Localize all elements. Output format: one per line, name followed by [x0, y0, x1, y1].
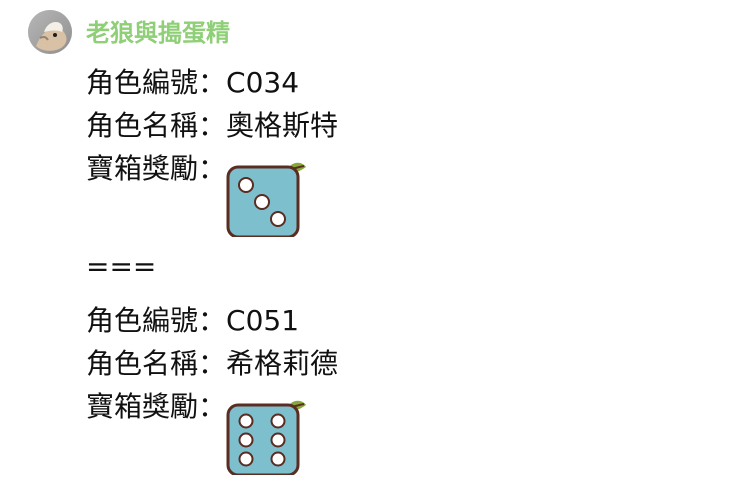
- treasure-reward-row: 寶箱獎勵：: [86, 385, 646, 477]
- character-id-value: C051: [226, 304, 300, 337]
- treasure-reward-row: 寶箱獎勵：: [86, 147, 646, 239]
- reward-entry-c051: 角色編號： C051 角色名稱： 希格莉德 寶箱獎勵：: [86, 299, 646, 477]
- reward-entry-c034: 角色編號： C034 角色名稱： 奧格斯特 寶箱獎勵：: [86, 61, 646, 239]
- character-id-row: 角色編號： C034: [86, 61, 646, 104]
- character-name-row: 角色名稱： 希格莉德: [86, 342, 646, 385]
- chat-message: 角色編號： C034 角色名稱： 奧格斯特 寶箱獎勵：: [86, 61, 646, 477]
- dice-three-svg: [226, 162, 307, 239]
- dice-six-icon[interactable]: [226, 395, 307, 477]
- character-name-label: 角色名稱：: [86, 109, 227, 142]
- character-name-label: 角色名稱：: [86, 347, 227, 380]
- treasure-reward-label: 寶箱獎勵：: [86, 152, 227, 185]
- treasure-reward-label: 寶箱獎勵：: [86, 390, 227, 423]
- character-id-value: C034: [226, 66, 300, 99]
- character-id-label: 角色編號：: [86, 66, 227, 99]
- message-separator: ===: [86, 250, 157, 283]
- character-id-label: 角色編號：: [86, 304, 227, 337]
- wolf-photo-avatar-icon: [28, 10, 72, 54]
- character-id-row: 角色編號： C051: [86, 299, 646, 342]
- dice-three-icon[interactable]: [226, 157, 307, 239]
- character-name-value: 希格莉德: [226, 347, 339, 380]
- dice-six-svg: [226, 400, 307, 477]
- sender-name[interactable]: 老狼與搗蛋精: [86, 19, 230, 47]
- sender-avatar[interactable]: [28, 10, 72, 54]
- character-name-value: 奧格斯特: [226, 109, 339, 142]
- character-name-row: 角色名稱： 奧格斯特: [86, 104, 646, 147]
